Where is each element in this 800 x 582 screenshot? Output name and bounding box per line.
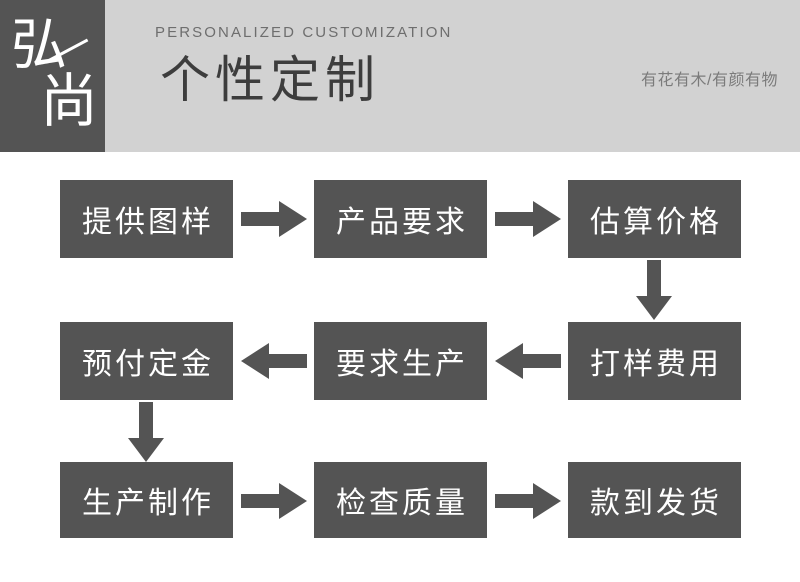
logo-character-top: 弘: [11, 13, 67, 78]
page-title: 个性定制: [160, 52, 380, 108]
page-header: 弘 尚 PERSONALIZED CUSTOMIZATION 个性定制 有花有木…: [0, 0, 800, 152]
arrow-down-icon: [126, 402, 166, 462]
process-flowchart: 提供图样 产品要求 估算价格 预付定金 要求生产 打样费用 生产: [0, 152, 800, 582]
flow-node-prepay-deposit: 预付定金: [60, 322, 233, 400]
flow-node-estimate-price: 估算价格: [568, 180, 741, 258]
flow-node-product-requirements: 产品要求: [314, 180, 487, 258]
flow-node-request-production: 要求生产: [314, 322, 487, 400]
arrow-left-icon: [495, 341, 561, 381]
arrow-right-icon: [495, 481, 561, 521]
flow-node-provide-drawing: 提供图样: [60, 180, 233, 258]
logo-character-bottom: 尚: [40, 67, 99, 135]
flow-node-ship-on-payment: 款到发货: [568, 462, 741, 538]
arrow-right-icon: [241, 199, 307, 239]
header-eyebrow-text: PERSONALIZED CUSTOMIZATION: [155, 24, 453, 41]
flow-node-sampling-fee: 打样费用: [568, 322, 741, 400]
flow-node-quality-check: 检查质量: [314, 462, 487, 538]
flow-node-production: 生产制作: [60, 462, 233, 538]
brand-logo: 弘 尚: [0, 0, 105, 152]
arrow-left-icon: [241, 341, 307, 381]
header-tagline: 有花有木/有颜有物: [641, 72, 778, 89]
arrow-right-icon: [241, 481, 307, 521]
arrow-right-icon: [495, 199, 561, 239]
arrow-down-icon: [634, 260, 674, 320]
